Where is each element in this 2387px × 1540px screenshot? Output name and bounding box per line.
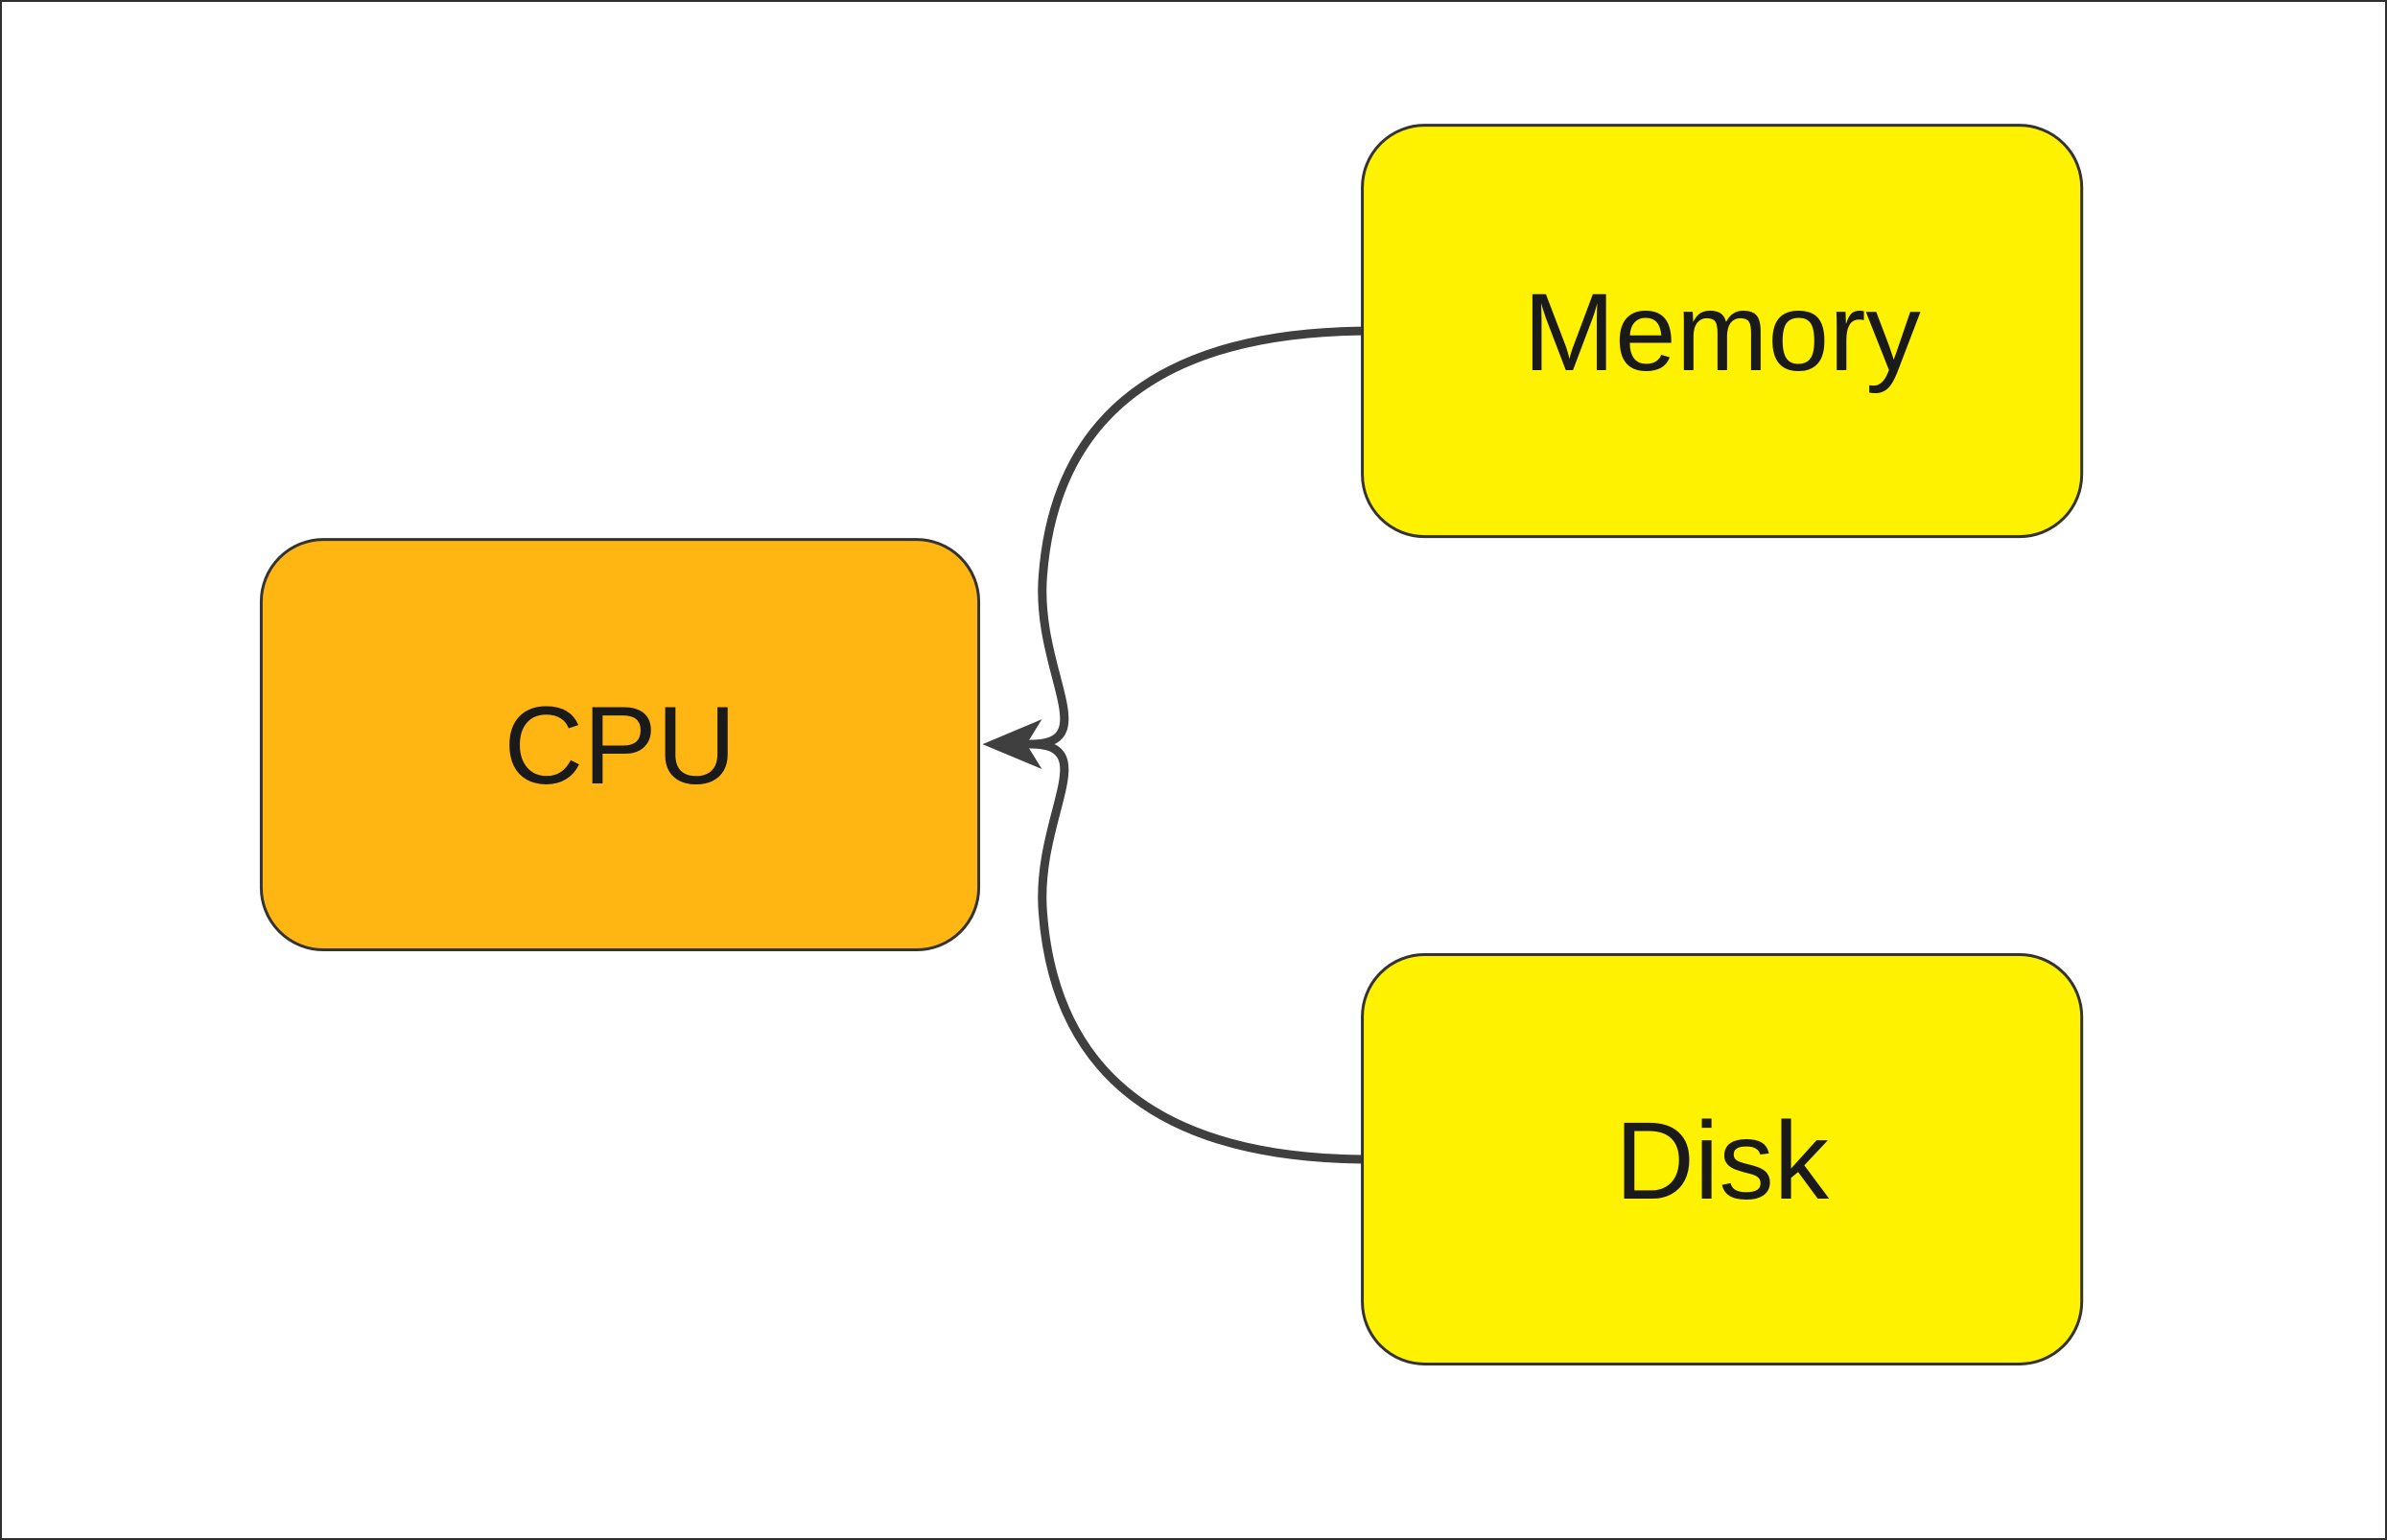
node-memory-shape — [1361, 124, 2084, 539]
edges-group — [982, 326, 1368, 1164]
edge-arrowhead — [982, 719, 1042, 770]
node-cpu-label: CPU — [503, 685, 736, 807]
node-disk-shape — [1361, 953, 2084, 1365]
node-cpu-shape — [259, 538, 981, 952]
edge-disk-to-cpu — [1025, 739, 1368, 1164]
node-memory: Memory — [1361, 124, 2084, 539]
node-cpu: CPU — [259, 538, 981, 952]
node-memory-label: Memory — [1524, 271, 1922, 394]
edge-memory-to-cpu — [1025, 326, 1368, 749]
node-disk: Disk — [1361, 953, 2084, 1365]
node-disk-label: Disk — [1615, 1100, 1830, 1223]
